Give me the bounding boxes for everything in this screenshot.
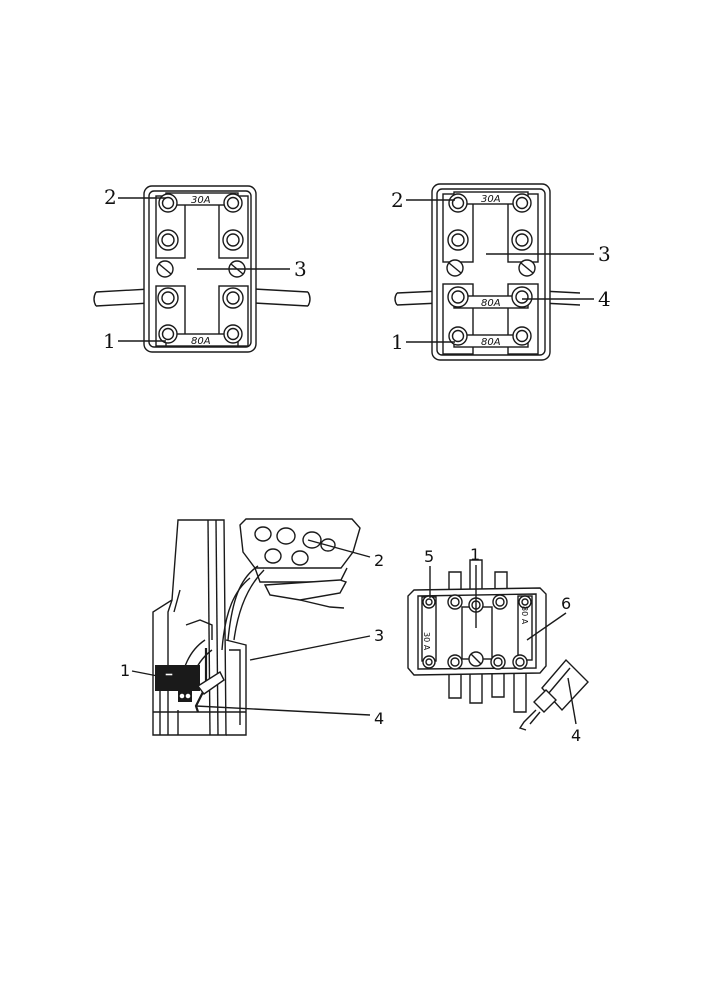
callout-5: 5 xyxy=(424,547,434,566)
fuse-box xyxy=(155,665,200,691)
rating-80a: 80 A xyxy=(520,606,529,625)
callout-2: 2 xyxy=(374,551,384,570)
callout-1: 1 xyxy=(470,545,480,564)
fuse-box-housing xyxy=(407,587,547,676)
callout-4: 4 xyxy=(571,726,581,745)
figure-a-fuse-box: 30A 80A 2 3 1 xyxy=(93,185,311,353)
callout-2: 2 xyxy=(391,188,404,212)
figure-d-fuse-box-puller: 30 A 80 A 5 1 6 4 xyxy=(407,545,589,745)
callout-1: 1 xyxy=(391,330,404,354)
fuse-puller-tool xyxy=(518,658,589,731)
callout-3: 3 xyxy=(294,257,307,281)
figure-c-installation: 2 3 1 4 xyxy=(120,518,384,736)
rating-80a-middle: 80A xyxy=(481,298,501,309)
fuse-box-housing xyxy=(431,183,551,361)
cable-grommets xyxy=(254,526,336,566)
callout-3: 3 xyxy=(598,242,611,266)
callout-3: 3 xyxy=(374,626,384,645)
callout-2: 2 xyxy=(104,185,117,209)
callout-4: 4 xyxy=(598,287,611,311)
terminal-screws xyxy=(157,193,244,344)
rating-80a-bottom: 80A xyxy=(481,337,501,348)
rating-30a: 30A xyxy=(191,195,211,206)
rating-80a: 80A xyxy=(191,336,211,347)
figure-b-fuse-box: 30A 80A 80A 2 3 4 1 xyxy=(391,183,611,361)
terminal-screws xyxy=(422,594,532,670)
terminal-screws xyxy=(447,193,533,346)
callout-4: 4 xyxy=(374,709,384,728)
callout-1: 1 xyxy=(103,329,116,353)
callout-6: 6 xyxy=(561,594,571,613)
callout-1: 1 xyxy=(120,661,130,680)
rating-30a: 30 A xyxy=(422,632,431,651)
rating-30a: 30A xyxy=(481,194,501,205)
